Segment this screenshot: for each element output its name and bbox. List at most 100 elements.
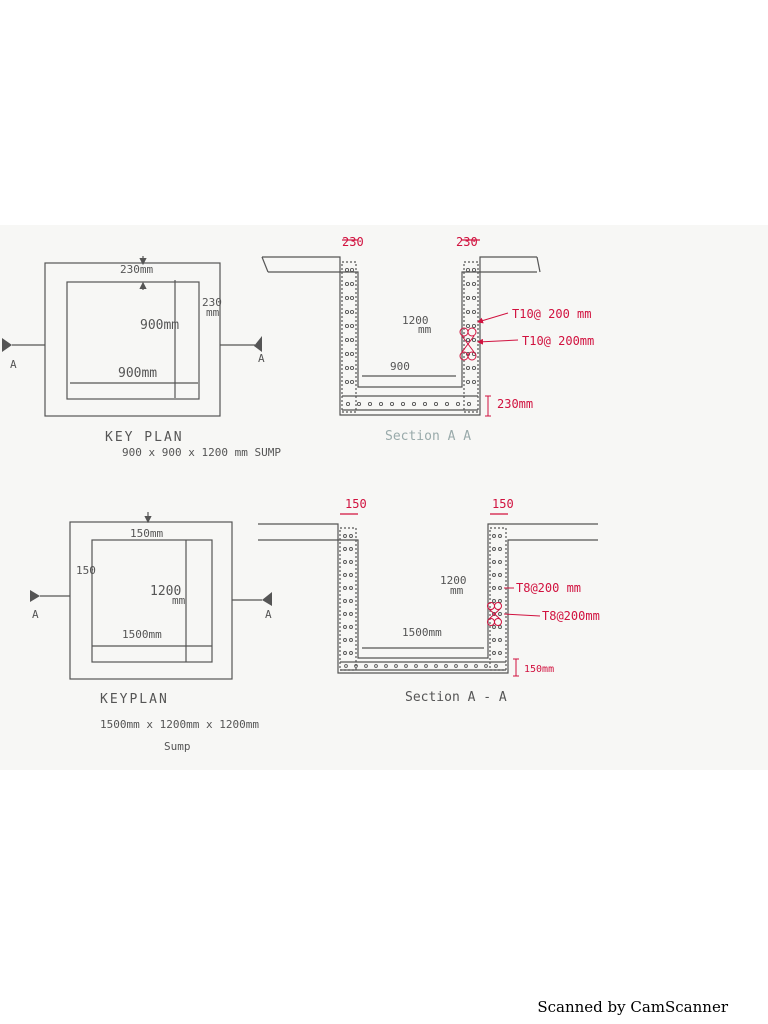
rebar-dot (492, 573, 496, 577)
rebar-dot (484, 664, 488, 668)
rebar-dot (471, 337, 477, 343)
rebar-dot (444, 664, 448, 668)
rebar-dot (349, 309, 355, 315)
rebar-dot (465, 323, 471, 329)
top-section-title: Section A A (385, 429, 471, 444)
rebar-dot (471, 379, 477, 385)
rebar-dot (434, 664, 438, 668)
bottom-section-depth: 1200 (440, 574, 467, 587)
rebar-dot (343, 638, 347, 642)
rebar-dot (465, 267, 471, 273)
top-section-wall-right: 230 (456, 235, 478, 249)
rebar-dot (349, 586, 353, 590)
rebar-dot (354, 664, 358, 668)
bottom-section-rebar-1: T8@200 mm (516, 581, 581, 595)
rebar-dot (492, 651, 496, 655)
rebar-dot (343, 573, 347, 577)
rebar-dot (498, 612, 502, 616)
rebar-dot (498, 625, 502, 629)
bottom-plan-side-label: 150 (76, 564, 96, 577)
rebar-dot (422, 401, 428, 407)
rebar-dot (367, 401, 373, 407)
rebar-dot (378, 401, 384, 407)
rebar-dot (349, 560, 353, 564)
bottom-section-wall-right: 150 (492, 497, 514, 511)
rebar-dot (471, 323, 477, 329)
rebar-dot (465, 295, 471, 301)
rebar-dot (349, 547, 353, 551)
top-section-inner-width: 900 (390, 360, 410, 373)
top-plan-marker-right: A (258, 352, 265, 365)
rebar-dot (466, 401, 472, 407)
rebar-dot (349, 625, 353, 629)
section-marker-right-icon (254, 336, 262, 352)
bottom-rebar-callouts (487, 587, 541, 677)
rebar-dot (343, 560, 347, 564)
rebar-dot (344, 337, 350, 343)
rebar-dot (343, 625, 347, 629)
bottom-key-plan (40, 512, 262, 680)
bottom-plan-subtitle: 1500mm x 1200mm x 1200mm (100, 718, 259, 731)
rebar-dot (465, 365, 471, 371)
bottom-plan-marker-right: A (265, 608, 272, 621)
rebar-dot (444, 401, 450, 407)
bottom-section (258, 513, 598, 674)
bottom-section-base-label: 150mm (524, 664, 554, 675)
rebar-dot (349, 379, 355, 385)
bottom-plan-outer-wall (69, 521, 233, 680)
bottom-section-wall-left: 150 (345, 497, 367, 511)
top-plan-marker-left: A (10, 358, 17, 371)
rebar-dot (492, 638, 496, 642)
rebar-dot (465, 379, 471, 385)
bottom-plan-inner-wall (91, 539, 213, 663)
top-plan-side-unit: mm (206, 306, 220, 319)
rebar-dot (492, 560, 496, 564)
rebar-dot (344, 281, 350, 287)
bottom-plan-subtitle2: Sump (164, 740, 191, 753)
rebar-circle-2 (467, 327, 477, 337)
top-section-rebar-2: T10@ 200mm (522, 334, 594, 348)
top-key-plan (12, 256, 255, 417)
rebar-dot (344, 664, 348, 668)
rebar-dot (374, 664, 378, 668)
rebar-dot (349, 612, 353, 616)
bottom-plan-inner-v-unit: mm (172, 594, 186, 607)
top-section-rebar-1: T10@ 200 mm (512, 307, 591, 321)
top-plan-inner-wall (66, 281, 200, 400)
rebar-dot (465, 309, 471, 315)
rebar-dot (349, 651, 353, 655)
rebar-dot (414, 664, 418, 668)
rebar-dot (404, 664, 408, 668)
rebar-dot (492, 547, 496, 551)
bottom-section-depth-unit: mm (450, 584, 464, 597)
bottom-section-title: Section A - A (405, 690, 507, 705)
rebar-dot (389, 401, 395, 407)
top-rebar-callouts (459, 312, 519, 417)
rebar-dot (349, 599, 353, 603)
rebar-dot (492, 599, 496, 603)
rebar-dot (471, 309, 477, 315)
rebar-dot (349, 351, 355, 357)
rebar-dot (474, 664, 478, 668)
section-marker-left-icon (2, 338, 12, 352)
rebar-dot (343, 599, 347, 603)
rebar-dot (498, 638, 502, 642)
rebar-dot (344, 365, 350, 371)
bottom-section-inner-width: 1500mm (402, 626, 442, 639)
bottom-section-rebar-2: T8@200mm (542, 609, 600, 623)
section-marker-right-icon (262, 592, 272, 606)
rebar-dot (349, 534, 353, 538)
rebar-dot (344, 379, 350, 385)
bottom-rebar-dots (343, 534, 502, 668)
rebar-dot (464, 664, 468, 668)
top-plan-inner-h-label: 900mm (118, 366, 157, 381)
rebar-dot (492, 625, 496, 629)
rebar-dot (424, 664, 428, 668)
rebar-dot (344, 295, 350, 301)
rebar-dot (349, 337, 355, 343)
rebar-dot (344, 351, 350, 357)
rebar-dot (349, 573, 353, 577)
rebar-dot (345, 401, 351, 407)
section-marker-left-icon (30, 590, 40, 602)
